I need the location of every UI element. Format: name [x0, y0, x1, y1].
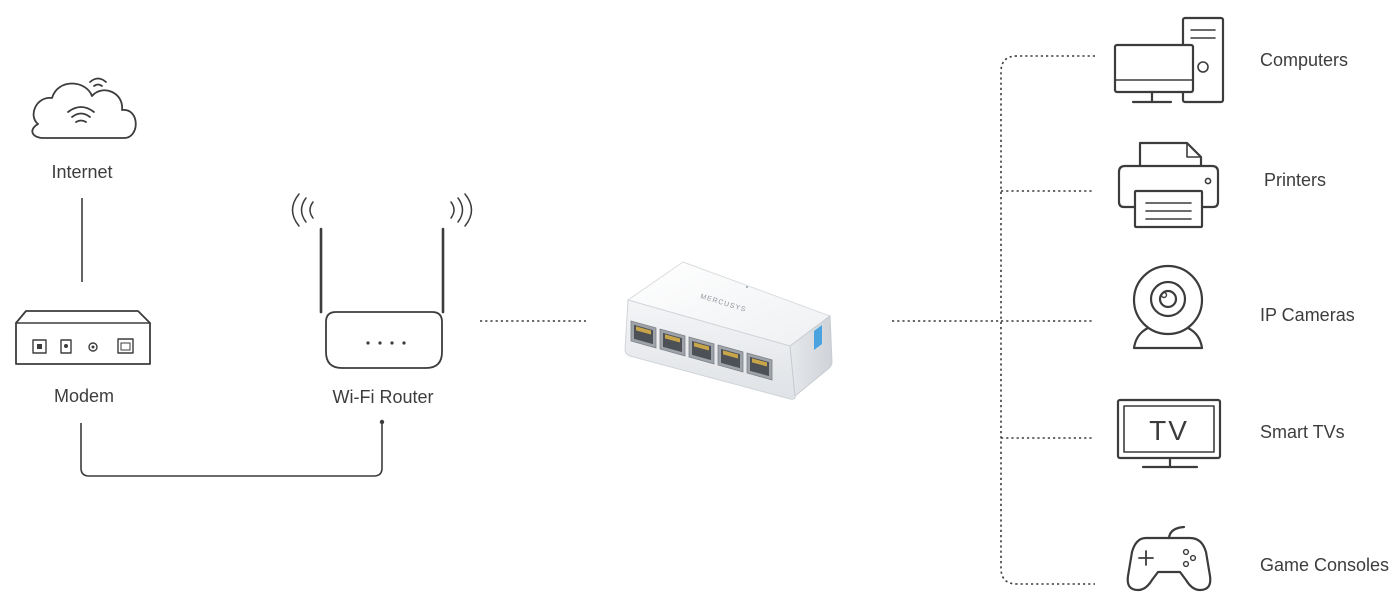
ethernet-port	[630, 320, 657, 349]
ethernet-port	[717, 344, 744, 373]
device-label-smart-tvs: Smart TVs	[1260, 422, 1345, 442]
network-switch-image: MERCUSYS	[624, 261, 833, 400]
router-cable-end	[379, 419, 385, 425]
tv-screen-text: TV	[1149, 415, 1189, 446]
internet-label: Internet	[51, 162, 113, 182]
ethernet-port	[659, 328, 686, 357]
modem-icon	[15, 310, 151, 365]
game-controller-icon	[1126, 525, 1212, 592]
computer-icon	[1113, 16, 1225, 104]
switch-ports	[630, 320, 773, 381]
router-label: Wi-Fi Router	[332, 387, 434, 407]
device-label-ip-cameras: IP Cameras	[1260, 305, 1355, 325]
ip-camera-icon	[1132, 264, 1204, 350]
printer-icon	[1117, 141, 1220, 229]
router-icon	[291, 193, 473, 369]
modem-router-cable	[80, 423, 383, 477]
ethernet-port	[746, 352, 773, 381]
smart-tv-icon: TV	[1116, 398, 1222, 469]
modem-label: Modem	[53, 386, 115, 406]
ethernet-port	[688, 336, 715, 365]
device-label-printers: Printers	[1264, 170, 1327, 190]
cloud-icon	[31, 77, 137, 139]
device-bus	[1000, 55, 1095, 585]
device-label-computers: Computers	[1260, 50, 1349, 70]
wifi-signal-icon	[291, 193, 473, 227]
device-label-game-consoles: Game Consoles	[1260, 555, 1390, 575]
switch-power-port	[814, 325, 822, 350]
